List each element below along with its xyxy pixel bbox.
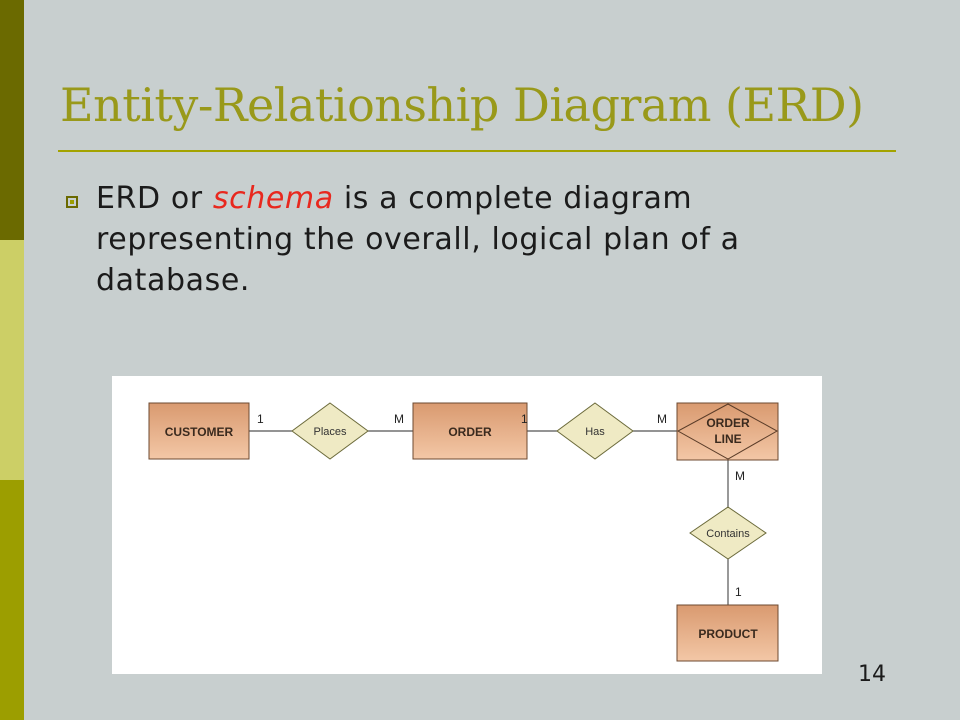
bullet-emphasis: schema	[212, 181, 334, 216]
page-number: 14	[858, 662, 886, 687]
cardinality-places-order: M	[394, 412, 404, 426]
cardinality-customer-places: 1	[257, 412, 264, 426]
cardinality-has-orderline: M	[657, 412, 667, 426]
connector-lines	[249, 430, 729, 605]
side-bar-top	[0, 0, 24, 240]
relationship-has: Has	[556, 402, 634, 460]
bullet-square-icon	[66, 196, 78, 208]
erd-svg: CUSTOMER ORDER ORDER LINE PRODUCT Places…	[148, 402, 779, 662]
cardinality-order-has: 1	[521, 412, 528, 426]
bullet-suffix: is a complete diagram representing the o…	[96, 181, 740, 298]
bullet-prefix: ERD or	[96, 181, 213, 216]
erd-diagram: CUSTOMER ORDER ORDER LINE PRODUCT Places…	[112, 376, 822, 674]
cardinality-contains-product: 1	[735, 585, 742, 599]
side-bar-middle	[0, 240, 24, 480]
entity-customer-label: CUSTOMER	[165, 425, 234, 439]
relationship-places: Places	[291, 402, 369, 460]
side-bar-bottom	[0, 480, 24, 720]
slide-title: Entity-Relationship Diagram (ERD)	[60, 78, 864, 132]
bullet-text: ERD or schema is a complete diagram repr…	[96, 178, 886, 301]
entity-customer: CUSTOMER	[148, 402, 250, 460]
relationship-contains-label: Contains	[706, 528, 750, 540]
relationship-places-label: Places	[313, 426, 347, 438]
entity-order: ORDER	[412, 402, 528, 460]
entity-product-label: PRODUCT	[698, 627, 758, 641]
entity-order-line-label-1: ORDER	[706, 416, 750, 430]
relationship-has-label: Has	[585, 426, 605, 438]
associative-diamond	[676, 403, 779, 460]
entity-order-label: ORDER	[448, 425, 492, 439]
entity-product: PRODUCT	[676, 604, 779, 662]
title-underline	[58, 150, 896, 152]
entity-order-line: ORDER LINE	[676, 402, 779, 461]
entity-order-line-label-2: LINE	[714, 432, 741, 446]
relationship-contains: Contains	[689, 506, 767, 560]
cardinality-orderline-contains: M	[735, 469, 745, 483]
